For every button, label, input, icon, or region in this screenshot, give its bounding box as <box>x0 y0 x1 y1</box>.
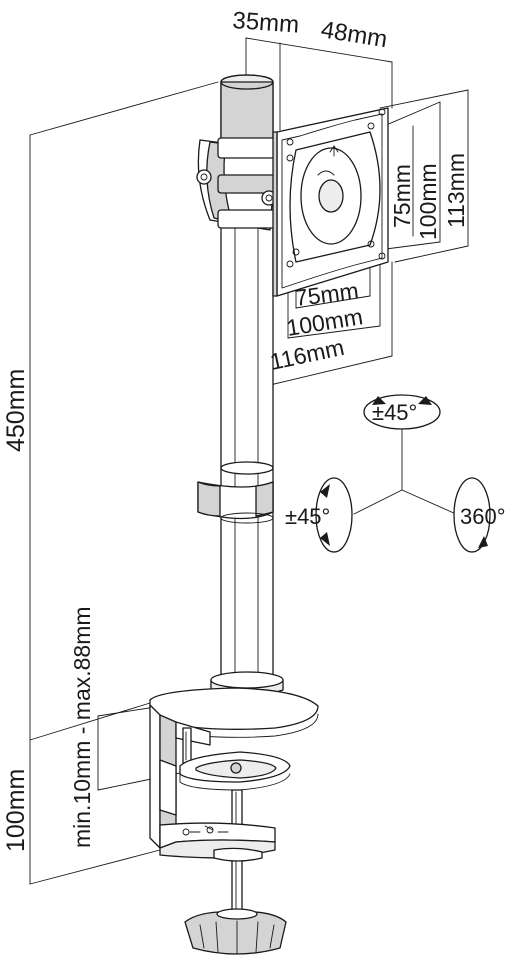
rotation-rotate-label: 360° <box>460 504 506 529</box>
pole-base <box>149 671 319 738</box>
rotation-tilt-label: ±45° <box>372 400 417 425</box>
head-bracket <box>196 137 281 231</box>
vesa-plate <box>272 107 389 297</box>
dim-top-right: 48mm <box>319 16 389 53</box>
dim-clamp-range: min.10mm - max.88mm <box>69 606 95 848</box>
dim-top-left: 35mm <box>232 7 300 39</box>
dim-vesa-h-100: 100mm <box>415 163 441 240</box>
vesa-height-lines <box>369 89 469 263</box>
top-dimension-lines <box>245 37 393 131</box>
dim-clamp-100: 100mm <box>2 769 30 852</box>
dim-vesa-w-116: 116mm <box>268 334 347 375</box>
dim-vesa-h-75: 75mm <box>389 164 415 228</box>
dim-height-450: 450mm <box>2 369 30 452</box>
dim-vesa-h-113: 113mm <box>443 153 469 228</box>
desk-clamp <box>149 704 291 955</box>
rotation-indicators <box>315 394 491 553</box>
cable-clip <box>197 461 274 524</box>
rotation-swivel-label: ±45° <box>285 504 330 529</box>
height-dimension-lines <box>29 81 219 885</box>
